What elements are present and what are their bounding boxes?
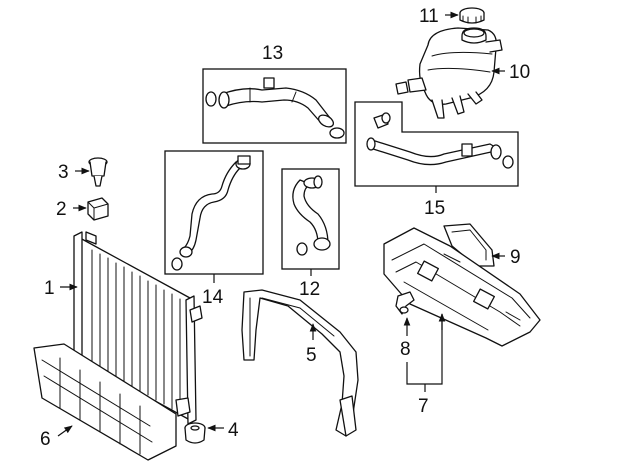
- cover-part-9: [443, 223, 495, 267]
- callout-13: 13: [262, 43, 283, 64]
- seal-frame-part-5: [241, 289, 359, 437]
- callout-3: 3: [58, 162, 69, 183]
- expansion-tank-part-10: [395, 27, 503, 119]
- air-guide-part-6: [33, 343, 177, 461]
- drain-plug-part-4: [184, 422, 206, 444]
- reservoir-cap-part-11: [459, 7, 485, 24]
- callout-14: 14: [202, 287, 224, 308]
- small-hose-part-12: [292, 175, 331, 256]
- upper-hose-part-13: [205, 77, 345, 139]
- group-box-14: [164, 150, 264, 275]
- cowl-panel-part-7: [383, 227, 541, 347]
- radiator-part-1: [73, 231, 203, 425]
- callout-10: 10: [509, 62, 530, 83]
- callout-8: 8: [400, 339, 411, 360]
- callout-1: 1: [44, 278, 55, 299]
- callout-12: 12: [299, 279, 320, 300]
- group-box-13: [202, 68, 347, 144]
- retainer-part-8: [395, 291, 415, 315]
- callout-5: 5: [306, 345, 317, 366]
- callout-4: 4: [228, 420, 239, 441]
- leader-6: [57, 425, 73, 437]
- tank-hose-part-15: [366, 112, 514, 169]
- callout-15: 15: [424, 198, 445, 219]
- leader-7-bracket: [406, 314, 443, 385]
- callout-2: 2: [56, 199, 67, 220]
- callout-6: 6: [40, 429, 51, 450]
- bracket-part-2: [87, 197, 109, 221]
- callout-11: 11: [419, 6, 439, 27]
- radiator-fins: [91, 249, 181, 414]
- clip-part-3: [88, 157, 108, 187]
- callout-9: 9: [510, 247, 521, 268]
- callout-7: 7: [418, 396, 429, 417]
- lower-hose-part-14: [171, 155, 251, 271]
- group-box-15: [354, 101, 519, 187]
